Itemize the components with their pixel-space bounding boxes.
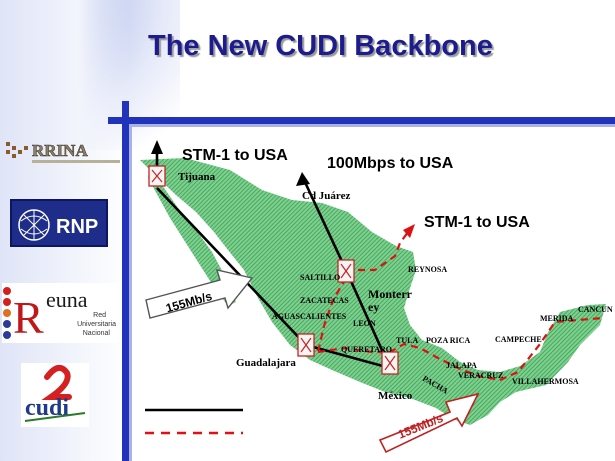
link-monterrey-juarez: [302, 179, 348, 271]
accent-vertical-shadow: [129, 124, 132, 461]
rnp-logo-text: RNP: [56, 216, 98, 238]
reuna-logo-sub-2: Universitaria: [77, 321, 116, 328]
city-monterrey-line-2: ey: [368, 300, 379, 314]
arrow-up-icon: [151, 140, 163, 154]
city-leon: LEON: [353, 319, 376, 328]
reuna-logo-sub-3: Nacional: [83, 330, 111, 337]
bw-south-label: 155Mb/s: [396, 411, 445, 442]
accent-vertical-bar: [122, 101, 129, 461]
slide-title: The New CUDI Backbone: [148, 30, 493, 62]
node-monterrey: [337, 259, 355, 283]
mbps-usa-label: 100Mbps to USA: [327, 155, 454, 172]
city-poza-rica: POZA RICA: [426, 336, 470, 345]
arrow-up-icon: [403, 224, 415, 238]
city-aguascalientes: AGUASCALIENTES: [272, 312, 347, 321]
reuna-logo: R euna Red Universitaria Nacional: [2, 283, 119, 343]
city-tula: TULA: [396, 336, 418, 345]
city-mexico: México: [378, 390, 413, 402]
link-southeast: [317, 316, 604, 382]
accent-horizontal-bar: [108, 117, 615, 124]
city-queretaro: QUERETARO: [341, 345, 392, 354]
stm1-usa-east-label: STM-1 to USA: [424, 214, 530, 231]
link-monterrey-leon: [316, 277, 347, 353]
city-campeche: CAMPECHE: [495, 335, 542, 344]
reuna-logo-sub-1: Red: [93, 312, 106, 319]
link-guadalajara-mexico: [305, 343, 391, 370]
city-monterrey-line-1: Monterr: [368, 287, 413, 301]
block-arrow-icon: [145, 269, 254, 319]
city-reynosa: REYNOSA: [408, 265, 447, 274]
city-cancun: CANCUN: [578, 305, 613, 314]
dashed-links: [316, 231, 604, 382]
legend: [145, 408, 243, 435]
node-guadalajara: [297, 333, 315, 357]
reuna-logo-text: euna: [46, 287, 88, 312]
link-tijuana-guadalajara: [156, 187, 307, 346]
block-arrow-icon: [378, 392, 480, 454]
city-veracruz: VERACRUZ: [458, 371, 503, 380]
city-tijuana: Tijuana: [178, 171, 216, 183]
city-jalapa: JALAPA: [446, 361, 477, 370]
city-guadalajara: Guadalajara: [236, 357, 296, 369]
node-tijuana: [148, 165, 166, 187]
stm1-usa-west-label: STM-1 to USA: [182, 147, 288, 164]
mexico-map-shape: [140, 158, 606, 425]
arrow-up-icon: [296, 172, 310, 186]
city-merida: MERIDA: [540, 314, 574, 323]
rnp-logo: RNP: [10, 199, 108, 247]
rrina-logo: RRINA: [2, 136, 124, 168]
node-mexico: [381, 351, 399, 375]
accent-horizontal-shadow: [129, 124, 615, 127]
block-arrow-west: 155Mb/s: [145, 269, 254, 319]
rrina-logo-text: RRINA: [32, 141, 88, 160]
link-monterrey-reynosa: [346, 231, 409, 272]
reuna-logo-letter: R: [13, 292, 44, 343]
city-saltillo: SALTILLO: [300, 273, 340, 282]
city-zacatecas: ZACATECAS: [300, 296, 349, 305]
city-villahermosa: VILLAHERMOSA: [512, 377, 579, 386]
cudi-logo: cudi: [21, 363, 89, 427]
city-cd-juarez: Cd Juárez: [302, 190, 350, 202]
